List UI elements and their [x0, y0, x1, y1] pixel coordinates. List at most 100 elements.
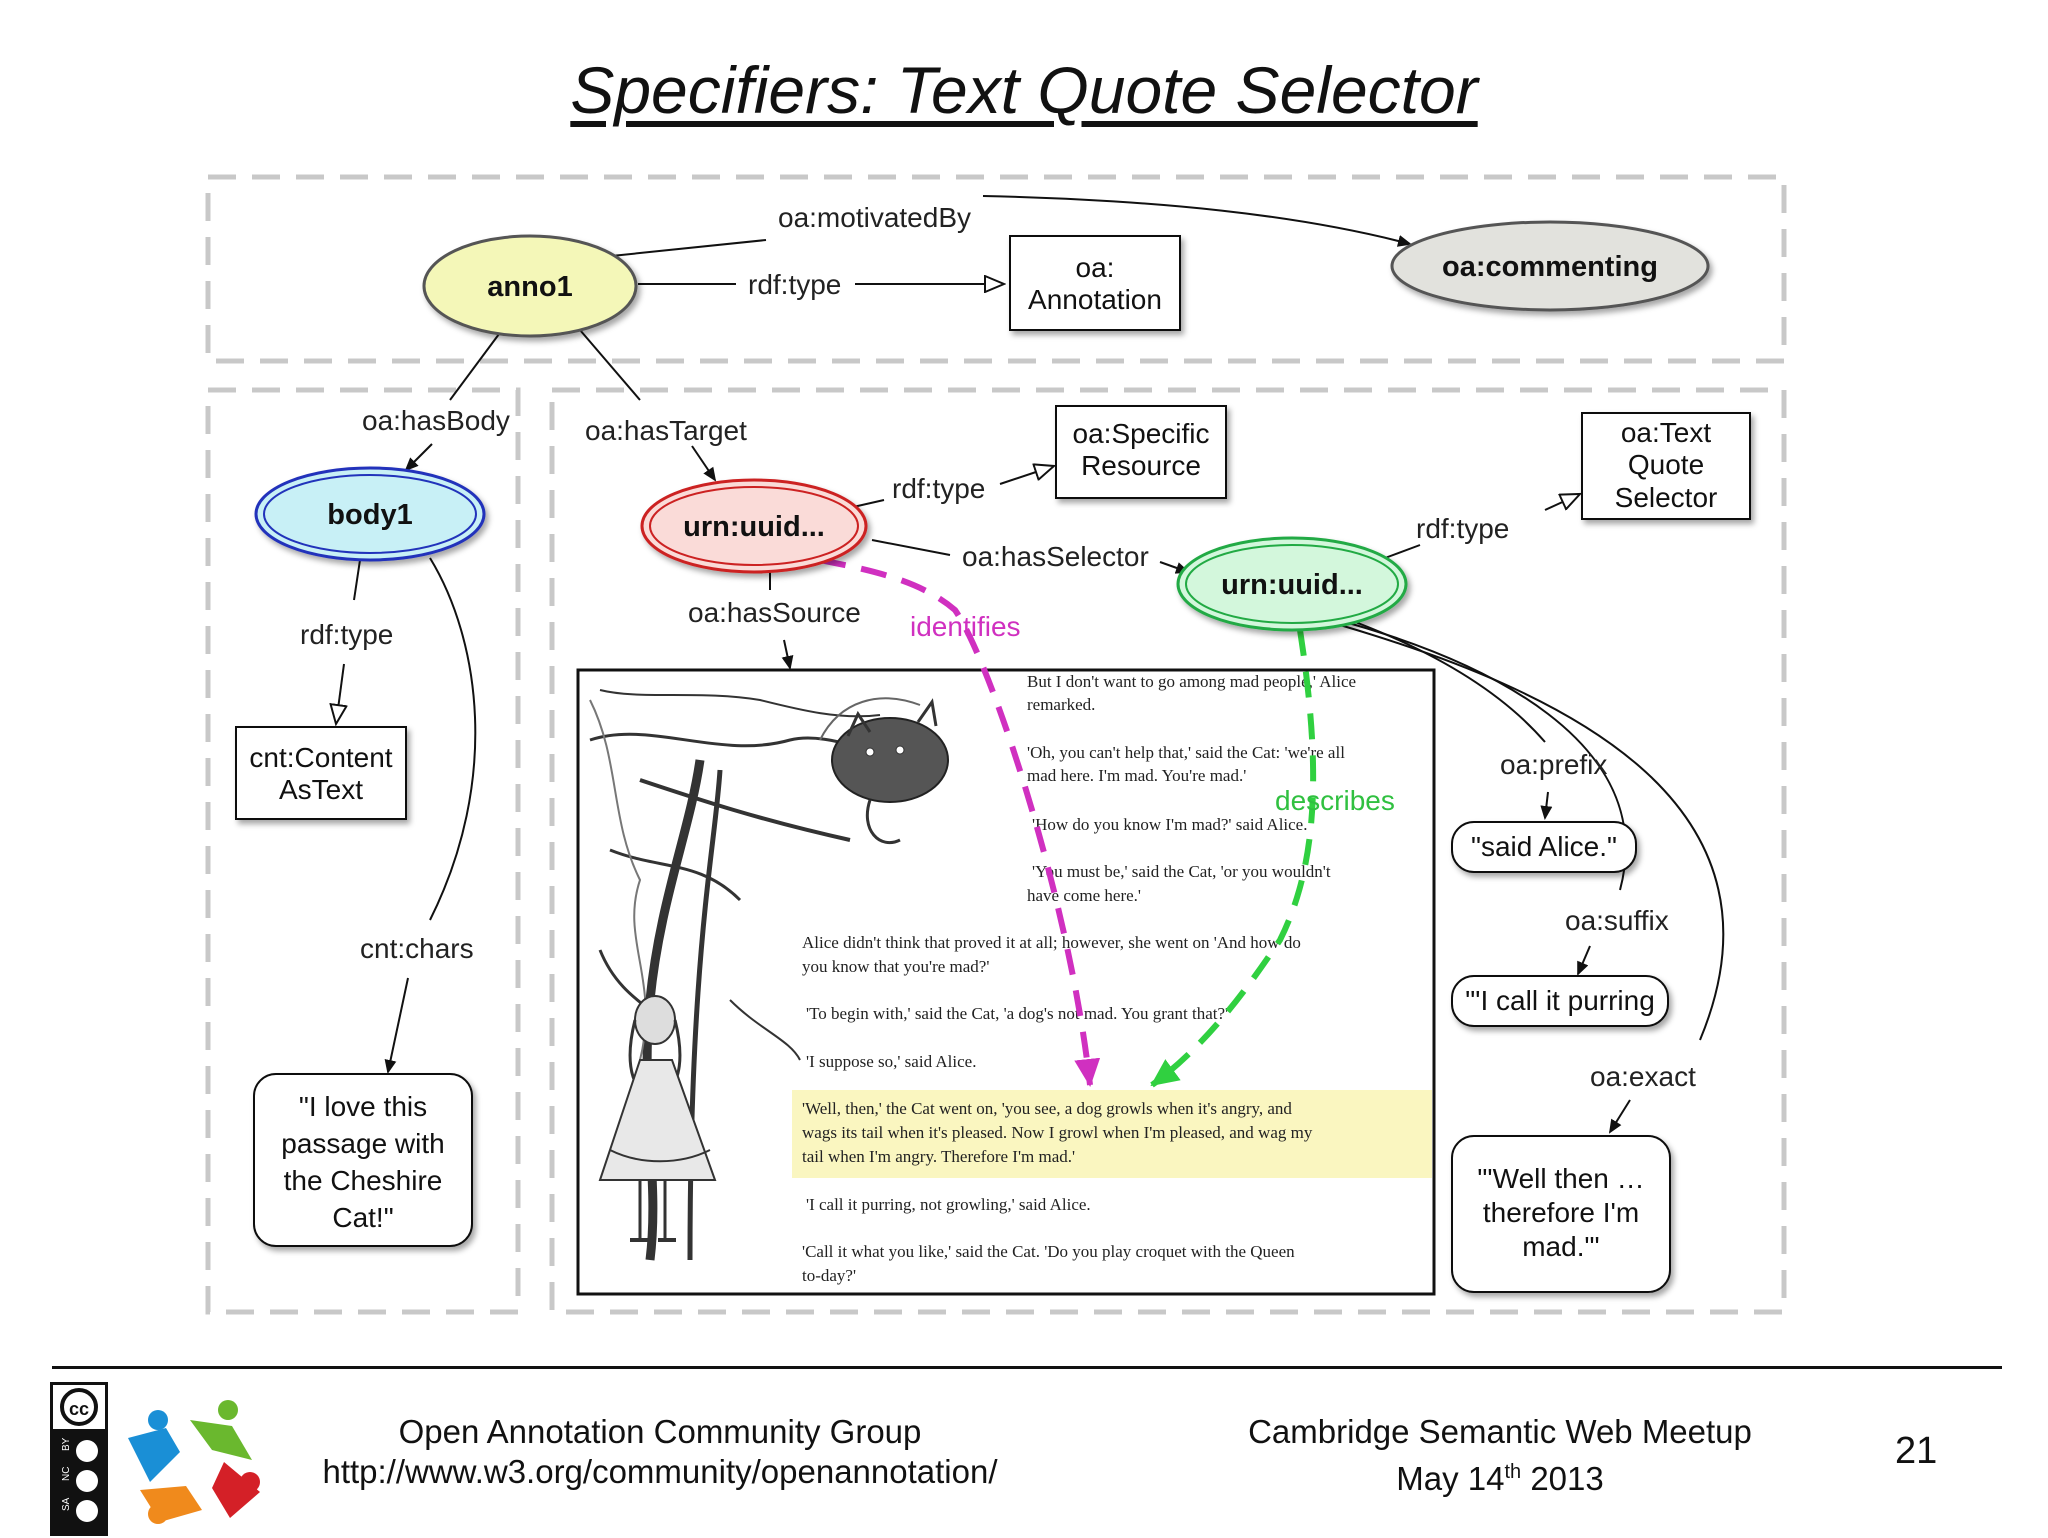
- edge-selector-exact: [1339, 624, 1725, 1041]
- svg-text:wags its tail when it's please: wags its tail when it's pleased. Now I g…: [802, 1123, 1313, 1142]
- describes-arrow: [1150, 629, 1317, 1088]
- node-body1: body1: [254, 466, 486, 562]
- label-identifies: identifies: [910, 611, 1021, 642]
- svg-text:"I love this: "I love this: [299, 1091, 427, 1122]
- svg-text:Cat!": Cat!": [332, 1202, 393, 1233]
- cc-license-badge[interactable]: cc BY NC SA: [50, 1382, 108, 1536]
- label-cnt-chars: cnt:chars: [360, 933, 474, 964]
- node-selector: urn:uuid...: [1176, 536, 1408, 632]
- svg-text:'I suppose so,' said Alice.: 'I suppose so,' said Alice.: [806, 1052, 976, 1071]
- edge-suffix-value: [1577, 945, 1591, 976]
- edge-body1-rdftype: [353, 559, 361, 601]
- label-rdf-type-2: rdf:type: [892, 473, 985, 504]
- edge-selector-rdftype: [1384, 544, 1421, 559]
- svg-text:AsText: AsText: [279, 774, 363, 805]
- node-chars-value: "I love this passage with the Cheshire C…: [253, 1073, 473, 1247]
- footer-url[interactable]: http://www.w3.org/community/openannotati…: [322, 1453, 998, 1490]
- edge-hassource-book: [781, 639, 794, 670]
- label-rdf-type-4: rdf:type: [300, 619, 393, 650]
- svg-text:urn:uuid...: urn:uuid...: [1221, 569, 1363, 601]
- edge-anno1-hasbody: [449, 329, 503, 401]
- node-prefix-value: "said Alice.": [1451, 821, 1637, 873]
- svg-text:Alice didn't think that proved: Alice didn't think that proved it at all…: [802, 933, 1301, 952]
- svg-text:'How do you know I'm mad?' sai: 'How do you know I'm mad?' said Alice.: [1032, 815, 1307, 834]
- edge-motivated-commenting: [982, 195, 1412, 247]
- edge-target-hasselector: [871, 539, 951, 556]
- edge-rdftype-specific: [999, 466, 1054, 485]
- svg-text:the Cheshire: the Cheshire: [284, 1165, 443, 1196]
- edge-anno1-motivated: [591, 239, 767, 259]
- region-body: [205, 387, 521, 1315]
- footer-rule: [52, 1366, 2002, 1369]
- svg-text:to-day?': to-day?': [802, 1266, 856, 1285]
- label-has-target: oa:hasTarget: [585, 415, 747, 446]
- svg-text:Annotation: Annotation: [1028, 284, 1162, 315]
- svg-text:'Well, then,' the Cat went on,: 'Well, then,' the Cat went on, 'you see,…: [802, 1099, 1292, 1118]
- footer-right: Cambridge Semantic Web Meetup May 14th 2…: [1200, 1412, 1800, 1499]
- book-page: But I don't want to go among mad people,…: [576, 668, 1436, 1296]
- footer-group-name: Open Annotation Community Group: [398, 1413, 922, 1450]
- node-target: urn:uuid...: [640, 478, 868, 574]
- label-has-selector: oa:hasSelector: [962, 541, 1149, 572]
- footer-left: Open Annotation Community Group http://w…: [290, 1412, 1030, 1492]
- edge-hastarget-target: [691, 445, 717, 482]
- identifies-arrow: [819, 557, 1101, 1087]
- svg-text:'I call it purring, not growli: 'I call it purring, not growling,' said …: [806, 1195, 1091, 1214]
- edge-chars-value: [384, 977, 409, 1074]
- svg-text:"'Well then …: "'Well then …: [1477, 1163, 1644, 1194]
- svg-text:"'I call it purring: "'I call it purring: [1465, 985, 1655, 1016]
- label-describes: describes: [1275, 785, 1395, 816]
- label-rdf-type-1: rdf:type: [748, 269, 841, 300]
- svg-text:'To begin with,' said the Cat,: 'To begin with,' said the Cat, 'a dog's …: [806, 1004, 1228, 1023]
- svg-text:Resource: Resource: [1081, 450, 1201, 481]
- svg-text:oa:commenting: oa:commenting: [1442, 251, 1658, 283]
- svg-text:urn:uuid...: urn:uuid...: [683, 511, 825, 543]
- edge-rdftype-content: [336, 663, 344, 724]
- svg-text:remarked.: remarked.: [1027, 695, 1095, 714]
- exact-highlight: [792, 1090, 1432, 1178]
- page-number: 21: [1895, 1430, 1938, 1472]
- svg-text:anno1: anno1: [487, 271, 572, 303]
- svg-text:'You must be,' said the Cat, ': 'You must be,' said the Cat, 'or you wou…: [1032, 862, 1331, 881]
- edge-rdftype-tqs: [1544, 494, 1580, 511]
- node-specific-resource: oa:Specific Resource: [1055, 405, 1227, 499]
- edge-exact-value: [1608, 1099, 1631, 1134]
- node-commenting: oa:commenting: [1390, 220, 1710, 312]
- open-annotation-logo: [120, 1390, 270, 1530]
- svg-text:mad here. I'm mad. You're mad.: mad here. I'm mad. You're mad.': [1027, 766, 1246, 785]
- svg-text:oa:: oa:: [1076, 252, 1115, 283]
- node-suffix-value: "'I call it purring: [1451, 975, 1669, 1027]
- svg-text:oa:Specific: oa:Specific: [1073, 418, 1210, 449]
- edge-anno1-hastarget: [579, 329, 641, 401]
- svg-text:therefore I'm: therefore I'm: [1483, 1197, 1639, 1228]
- node-exact-value: "'Well then … therefore I'm mad."': [1451, 1135, 1671, 1293]
- svg-text:"said Alice.": "said Alice.": [1471, 831, 1617, 862]
- cc-sa-label: SA: [61, 1497, 72, 1511]
- cc-nc-label: NC: [61, 1467, 72, 1481]
- node-anno1: anno1: [422, 234, 638, 338]
- label-has-body: oa:hasBody: [362, 405, 510, 436]
- alice-illustration: [598, 995, 717, 1242]
- footer-event-name: Cambridge Semantic Web Meetup: [1248, 1413, 1752, 1450]
- node-annotation-class: oa: Annotation: [1009, 235, 1181, 331]
- svg-text:Selector: Selector: [1615, 482, 1718, 513]
- cc-by-label: BY: [61, 1437, 72, 1451]
- cc-icon: cc BY NC SA: [53, 1388, 105, 1533]
- label-suffix: oa:suffix: [1565, 905, 1669, 936]
- svg-text:tail when I'm angry. Therefore: tail when I'm angry. Therefore I'm mad.': [802, 1147, 1075, 1166]
- people-logo-icon: [128, 1400, 260, 1524]
- svg-text:'Call it what you like,' said: 'Call it what you like,' said the Cat. '…: [802, 1242, 1295, 1261]
- slide-title: Specifiers: Text Quote Selector: [570, 53, 1478, 127]
- svg-text:Quote: Quote: [1628, 449, 1704, 480]
- label-prefix: oa:prefix: [1500, 749, 1607, 780]
- svg-text:But I don't want to go among m: But I don't want to go among mad people,…: [1027, 672, 1356, 691]
- svg-text:passage with: passage with: [281, 1128, 444, 1159]
- label-exact: oa:exact: [1590, 1061, 1696, 1092]
- label-rdf-type-3: rdf:type: [1416, 513, 1509, 544]
- region-target: [549, 387, 1787, 1315]
- svg-text:cc: cc: [69, 1399, 89, 1419]
- label-has-source: oa:hasSource: [688, 597, 861, 628]
- svg-text:mad."': mad."': [1522, 1231, 1600, 1262]
- book-text: But I don't want to go among mad people,…: [802, 672, 1356, 1285]
- edge-body1-chars: [429, 557, 477, 921]
